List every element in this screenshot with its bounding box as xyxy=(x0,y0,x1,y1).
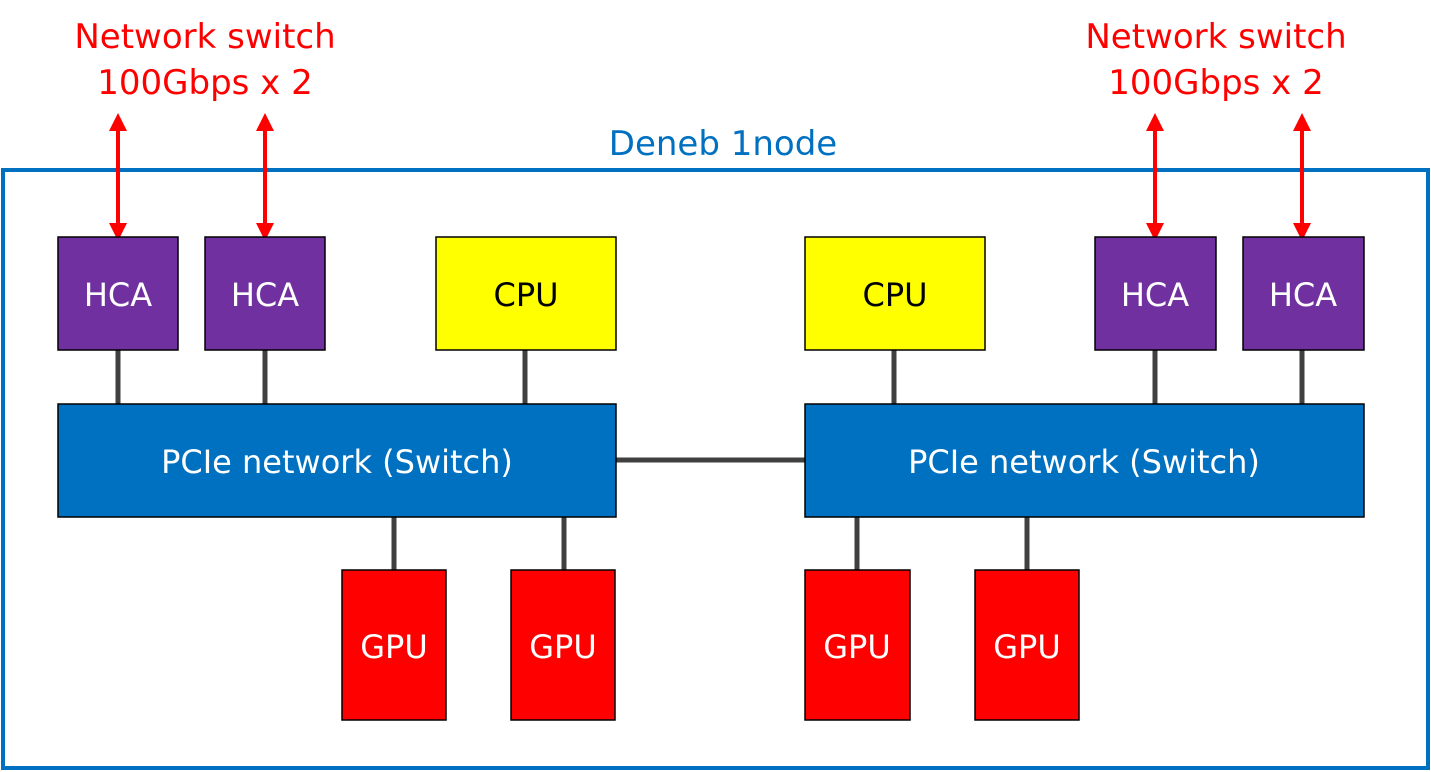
hca-label: HCA xyxy=(84,276,152,314)
hca-box-4: HCA xyxy=(1242,236,1365,351)
gpu-box-3: GPU xyxy=(804,569,911,721)
pcie-switch-label: PCIe network (Switch) xyxy=(908,443,1260,481)
cpu-box-2: CPU xyxy=(804,236,986,351)
network-switch-label-left: Network switch xyxy=(74,17,335,57)
gpu-box-2: GPU xyxy=(510,569,616,721)
node-title: Deneb 1node xyxy=(609,124,837,164)
hca-label: HCA xyxy=(1121,276,1189,314)
node-frame xyxy=(1,168,1430,770)
gpu-label: GPU xyxy=(360,628,428,666)
gpu-box-1: GPU xyxy=(341,569,447,721)
gpu-box-4: GPU xyxy=(974,569,1080,721)
pcie-switch-box-1: PCIe network (Switch) xyxy=(57,403,617,518)
hca-label: HCA xyxy=(231,276,299,314)
pcie-switch-box-2: PCIe network (Switch) xyxy=(804,403,1365,518)
network-switch-label-right: Network switch xyxy=(1085,17,1346,57)
gpu-label: GPU xyxy=(529,628,597,666)
hca-box-2: HCA xyxy=(204,236,326,351)
hca-label: HCA xyxy=(1269,276,1337,314)
gpu-label: GPU xyxy=(823,628,891,666)
hca-box-3: HCA xyxy=(1094,236,1217,351)
cpu-box-1: CPU xyxy=(435,236,617,351)
gpu-label: GPU xyxy=(993,628,1061,666)
hca-box-1: HCA xyxy=(57,236,179,351)
cpu-label: CPU xyxy=(493,276,558,314)
network-switch-speed-right: 100Gbps x 2 xyxy=(1108,63,1324,103)
cpu-label: CPU xyxy=(862,276,927,314)
network-switch-speed-left: 100Gbps x 2 xyxy=(97,63,313,103)
pcie-switch-label: PCIe network (Switch) xyxy=(161,443,513,481)
